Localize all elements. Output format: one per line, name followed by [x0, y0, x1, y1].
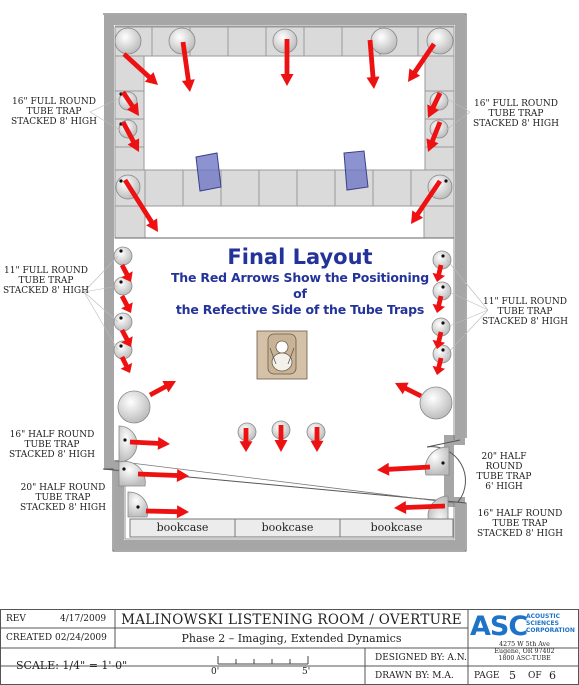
red-arrow — [432, 264, 446, 282]
red-arrow — [432, 357, 446, 375]
red-arrow — [408, 42, 436, 82]
drawn-by: DRAWN BY: M.A. — [375, 671, 454, 681]
red-arrow — [239, 428, 253, 452]
asc-logo: ASC — [470, 611, 528, 642]
label-16-full-round-right: 16" FULL ROUND TUBE TRAP STACKED 8' HIGH — [473, 99, 559, 129]
label-11-full-round-left: 11" FULL ROUND TUBE TRAP STACKED 8' HIGH — [3, 266, 89, 296]
project-title: MALINOWSKI LISTENING ROOM / OVERTURE — [121, 612, 462, 628]
page-label: PAGE — [474, 671, 500, 681]
red-arrow — [310, 427, 324, 452]
label-16-half-round-left: 16" HALF ROUND TUBE TRAP STACKED 8' HIGH — [9, 430, 95, 460]
asc-logo-tagline: ACOUSTIC SCIENCES CORPORATION — [526, 613, 575, 634]
red-arrow — [427, 92, 443, 118]
side-round-traps — [113, 246, 453, 442]
scale-start: 0' — [211, 667, 220, 677]
created-label: CREATED — [6, 633, 53, 643]
red-arrow — [394, 501, 446, 514]
red-arrow — [122, 52, 158, 85]
red-arrow — [137, 469, 189, 482]
scale-bar — [217, 656, 309, 665]
red-arrow — [280, 39, 294, 86]
red-arrow — [377, 462, 431, 476]
red-arrow — [274, 425, 288, 452]
label-20-half-round-left: 20" HALF ROUND TUBE TRAP STACKED 8' HIGH — [20, 483, 106, 513]
red-arrow — [145, 505, 189, 519]
bookcase-label: bookcase — [156, 521, 209, 534]
rev-label: REV — [6, 614, 26, 624]
page-of: OF — [528, 671, 542, 681]
listening-chair — [256, 330, 308, 380]
red-arrow — [123, 178, 158, 232]
red-arrow — [119, 294, 133, 313]
leader-lines — [83, 97, 489, 355]
designed-by: DESIGNED BY: A.N. — [375, 653, 467, 663]
red-arrow — [129, 436, 170, 450]
red-arrow — [121, 90, 139, 116]
red-arrow — [411, 179, 442, 224]
red-arrow — [119, 263, 133, 282]
red-arrow — [120, 120, 140, 152]
red-arrow — [119, 328, 133, 347]
red-arrow — [148, 381, 176, 398]
scale-text: SCALE: 1/4" = 1'-0" — [16, 659, 128, 672]
page-number: 5 — [509, 669, 516, 682]
label-16-half-round-right: 16" HALF ROUND TUBE TRAP STACKED 8' HIGH — [477, 509, 563, 539]
rev-date: 4/17/2009 — [60, 614, 107, 624]
door — [426, 439, 466, 503]
red-arrow — [395, 382, 423, 399]
bookcase-label: bookcase — [370, 521, 423, 534]
scale-end: 5' — [302, 667, 311, 677]
reflective-side-arrows — [119, 39, 446, 519]
red-arrow — [426, 121, 443, 152]
red-arrow — [366, 39, 380, 89]
company-address: 4275 W 5th Ave Eugene, OR 97402 1800 ASC… — [494, 641, 555, 662]
red-arrow — [119, 355, 133, 373]
red-arrow — [432, 295, 446, 313]
speakers — [195, 150, 369, 192]
created-date: 02/24/2009 — [55, 633, 107, 643]
bookcases — [129, 518, 454, 538]
red-arrow — [432, 331, 446, 349]
red-arrow — [180, 41, 195, 92]
diagram-heading: Final Layout The Red Arrows Show the Pos… — [170, 244, 430, 318]
diagram-subtitle-line2: the Refective Side of the Tube Traps — [175, 302, 425, 317]
page-total: 6 — [549, 669, 556, 682]
diagram-subtitle-line1: The Red Arrows Show the Positioning of — [170, 270, 430, 301]
top-trap-array — [114, 26, 455, 239]
phase-description: Phase 2 – Imaging, Extended Dynamics — [181, 632, 402, 645]
label-16-full-round-left: 16" FULL ROUND TUBE TRAP STACKED 8' HIGH — [11, 97, 97, 127]
label-20-half-round-right: 20" HALF ROUND TUBE TRAP 6' HIGH — [476, 452, 532, 492]
bookcase-label: bookcase — [261, 521, 314, 534]
label-11-full-round-right: 11" FULL ROUND TUBE TRAP STACKED 8' HIGH — [482, 297, 568, 327]
diagram-title: Final Layout — [227, 245, 373, 269]
